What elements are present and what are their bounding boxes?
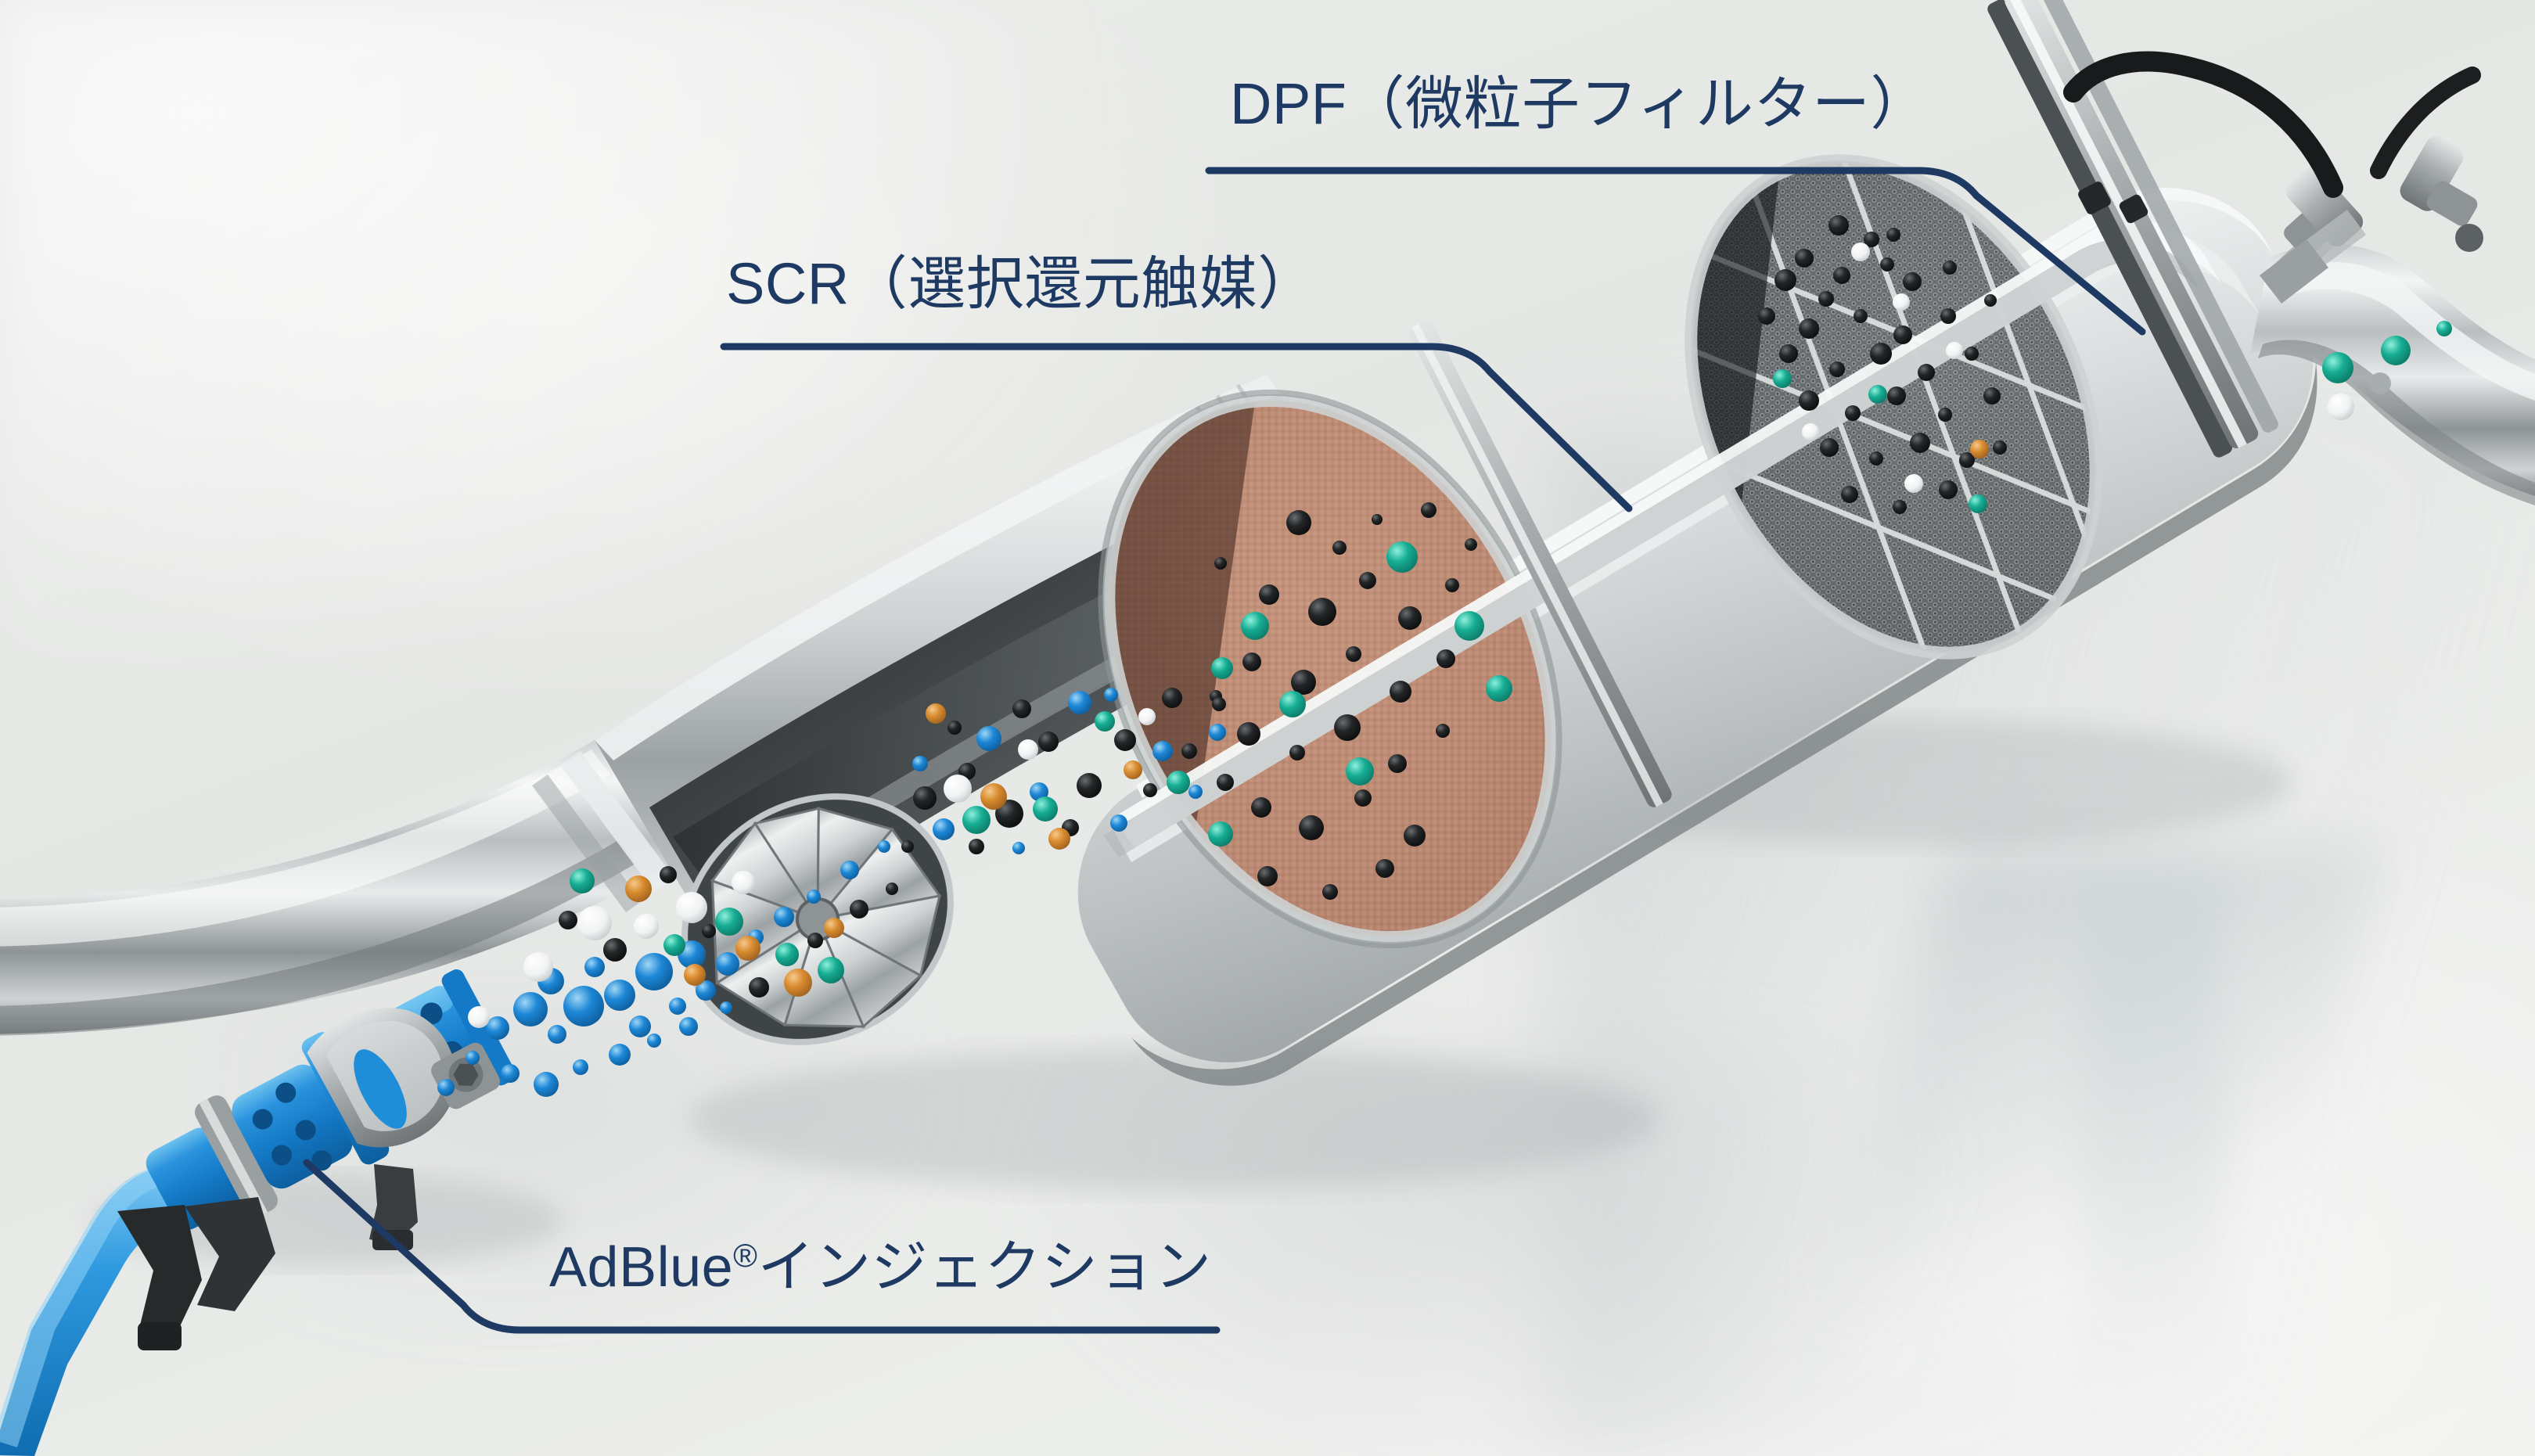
leader-dpf	[1205, 167, 2146, 336]
callout-adblue[interactable]: AdBlue®インジェクション	[549, 1239, 1211, 1296]
adblue-supply-line	[0, 1167, 205, 1456]
registered-trademark-icon: ®	[733, 1237, 758, 1274]
leader-scr	[720, 343, 1633, 512]
clamp-band-front	[1408, 321, 1672, 807]
urea-droplet-cloud	[437, 840, 898, 1097]
sensor-cable	[2063, 51, 2343, 198]
nox-sensor	[2260, 167, 2366, 304]
callout-adblue-label-prefix: AdBlue	[549, 1236, 734, 1299]
injector-blue-collar	[354, 1049, 407, 1129]
sensor-cable-secondary	[2370, 67, 2481, 179]
callout-adblue-label-suffix: インジェクション	[757, 1236, 1212, 1299]
leader-adblue	[303, 1159, 1221, 1334]
injector-bracket	[117, 1197, 275, 1350]
callout-leaders	[303, 167, 2146, 1334]
callout-adblue-label: AdBlue®インジェクション	[549, 1239, 1211, 1296]
cable-clip	[2078, 182, 2148, 224]
clean-gas-particles	[2322, 321, 2452, 420]
outlet-sensor	[2400, 136, 2483, 252]
callout-scr-label: SCR（選択還元触媒）	[726, 251, 1316, 316]
callout-scr[interactable]: SCR（選択還元触媒）	[726, 255, 1316, 313]
callout-dpf-label: DPF（微粒子フィルター）	[1230, 71, 1929, 136]
inlet-pipe	[0, 740, 682, 1036]
dpf-face-particles	[1758, 215, 2007, 514]
ground-shadows	[94, 720, 2292, 1266]
outlet-pipe	[2250, 244, 2535, 505]
scr-brick	[1095, 368, 1580, 986]
scr-face-particles	[1208, 502, 1512, 900]
callout-dpf[interactable]: DPF（微粒子フィルター）	[1230, 75, 1929, 133]
mixed-gas-stream	[901, 657, 1233, 854]
